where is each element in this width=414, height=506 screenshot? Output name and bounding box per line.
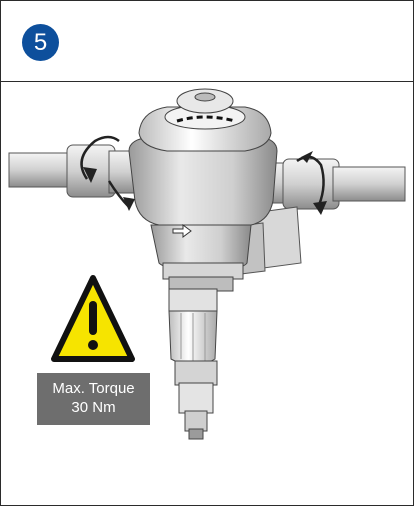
- pump-body: [128, 136, 278, 440]
- torque-warning-line1: Max. Torque: [52, 380, 135, 397]
- torque-warning-line2: 30 Nm: [71, 399, 116, 416]
- pump-top-cap: [138, 88, 272, 152]
- header-divider: [1, 81, 413, 82]
- pump-installation-illustration: [8, 88, 406, 440]
- right-pipe: [262, 158, 406, 210]
- torque-warning-label: Max. Torque 30 Nm: [37, 373, 150, 425]
- rotation-arrow-icon: [296, 151, 327, 215]
- warning-triangle-icon: [51, 275, 135, 362]
- flow-direction-arrow-icon: [172, 224, 192, 238]
- left-pipe: [8, 144, 140, 198]
- rotation-arrow-icon: [80, 135, 135, 211]
- step-number-badge: 5: [22, 24, 59, 61]
